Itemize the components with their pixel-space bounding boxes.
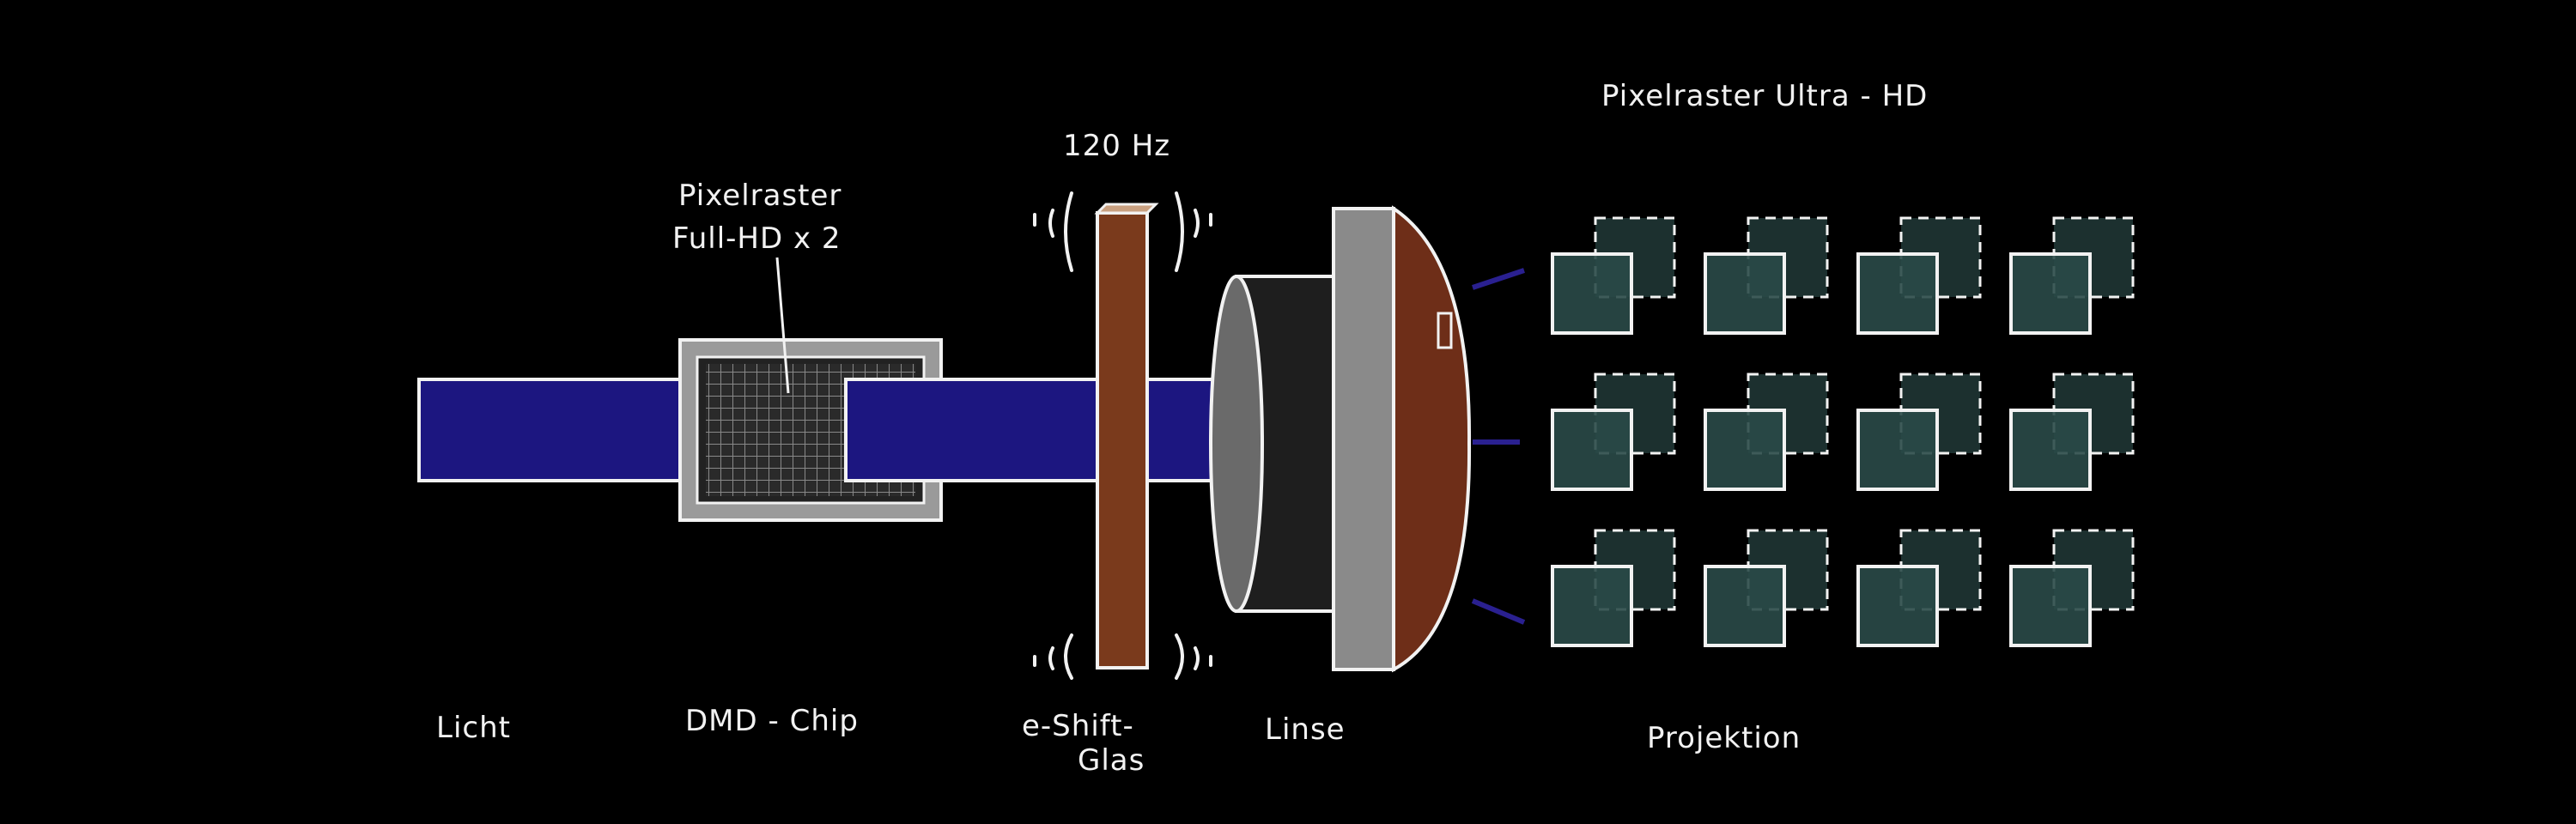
projection-pixel-grid	[1551, 216, 2135, 647]
projection-rays	[1471, 268, 1526, 625]
label-lens: Linse	[1265, 712, 1346, 747]
label-dmd-raster-1: Pixelraster	[678, 179, 842, 213]
pixel	[1704, 252, 1786, 335]
pixel	[1856, 565, 1939, 647]
pixel	[2009, 252, 2092, 335]
vibration-marks	[1033, 191, 1212, 680]
pixel	[1856, 409, 1939, 491]
lens	[1209, 205, 1472, 673]
label-projection: Projektion	[1647, 721, 1801, 755]
pixel	[1704, 409, 1786, 491]
pixel	[1551, 409, 1633, 491]
pixel	[1551, 565, 1633, 647]
pointer-line	[775, 257, 790, 394]
label-projection-raster: Pixelraster Ultra - HD	[1601, 79, 1929, 113]
label-dmd-chip: DMD - Chip	[685, 704, 859, 738]
label-light: Licht	[436, 711, 511, 745]
label-eshift-1: e-Shift-	[1022, 709, 1134, 743]
label-dmd-raster-2: Full-HD x 2	[672, 221, 841, 256]
pixel	[2009, 565, 2092, 647]
pixel	[2009, 409, 2092, 491]
eshift-glass	[1094, 203, 1159, 670]
pixel	[1551, 252, 1633, 335]
pixel	[1704, 565, 1786, 647]
light-beam-mid	[844, 378, 1242, 482]
pixel	[1856, 252, 1939, 335]
label-frequency: 120 Hz	[1063, 129, 1171, 163]
label-eshift-2: Glas	[1078, 743, 1145, 778]
